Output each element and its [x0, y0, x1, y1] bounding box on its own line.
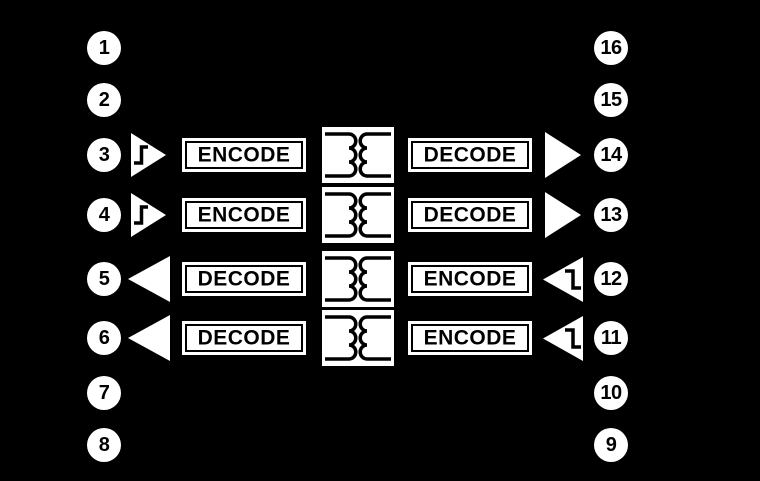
pin-circle-8: 8 [87, 428, 121, 462]
pin-circle-4: 4 [87, 198, 121, 232]
output-driver-triangle-icon [128, 315, 170, 361]
pin-number: 14 [600, 144, 622, 166]
encode-block: ENCODE [408, 262, 532, 296]
encode-block: ENCODE [408, 321, 532, 355]
output-driver-triangle-icon [545, 192, 581, 238]
pin-number: 15 [600, 89, 622, 111]
schmitt-trigger-buffer-icon [131, 133, 166, 177]
encode-label: ENCODE [197, 203, 291, 226]
pin-circle-5: 5 [87, 262, 121, 296]
pin-number: 6 [98, 327, 110, 349]
pin-circle-14: 14 [594, 138, 628, 172]
schmitt-trigger-buffer-icon [543, 257, 583, 302]
encode-block: ENCODE [182, 198, 306, 232]
pin-number: 1 [98, 37, 110, 59]
pin-number: 12 [600, 268, 622, 290]
pin-number: 7 [98, 382, 110, 404]
isolation-transformer-icon [322, 127, 394, 183]
isolation-transformer-icon [322, 251, 394, 307]
decode-label: DECODE [423, 203, 517, 226]
decode-block: DECODE [408, 198, 532, 232]
decode-label: DECODE [423, 143, 517, 166]
encode-label: ENCODE [197, 143, 291, 166]
schmitt-trigger-buffer-icon [131, 193, 166, 237]
encode-block: ENCODE [182, 138, 306, 172]
pin-number: 13 [600, 204, 622, 226]
output-driver-triangle-icon [128, 256, 170, 302]
decode-block: DECODE [408, 138, 532, 172]
pin-number: 2 [98, 89, 110, 111]
isolation-transformer-icon [322, 187, 394, 243]
decode-block: DECODE [182, 321, 306, 355]
output-driver-triangle-icon [545, 132, 581, 178]
decode-label: DECODE [197, 326, 291, 349]
pin-number: 10 [600, 382, 622, 404]
pin-circle-2: 2 [87, 83, 121, 117]
pin-circle-7: 7 [87, 376, 121, 410]
pin-circle-16: 16 [594, 31, 628, 65]
pin-number: 9 [605, 434, 617, 456]
pin-number: 8 [98, 434, 110, 456]
decode-block: DECODE [182, 262, 306, 296]
pin-circle-1: 1 [87, 31, 121, 65]
schmitt-trigger-buffer-icon [543, 316, 583, 361]
pin-circle-9: 9 [594, 428, 628, 462]
isolation-transformer-icon [322, 310, 394, 366]
pin-number: 4 [98, 204, 110, 226]
pin-circle-12: 12 [594, 262, 628, 296]
pin-number: 16 [600, 37, 622, 59]
pin-circle-10: 10 [594, 376, 628, 410]
pin-number: 5 [98, 268, 110, 290]
pin-circle-11: 11 [594, 321, 628, 355]
pin-circle-13: 13 [594, 198, 628, 232]
decode-label: DECODE [197, 267, 291, 290]
pin-circle-3: 3 [87, 138, 121, 172]
pin-number: 11 [600, 327, 622, 349]
encode-label: ENCODE [423, 326, 517, 349]
pin-number: 3 [98, 144, 110, 166]
pin-circle-6: 6 [87, 321, 121, 355]
pin-circle-15: 15 [594, 83, 628, 117]
encode-label: ENCODE [423, 267, 517, 290]
